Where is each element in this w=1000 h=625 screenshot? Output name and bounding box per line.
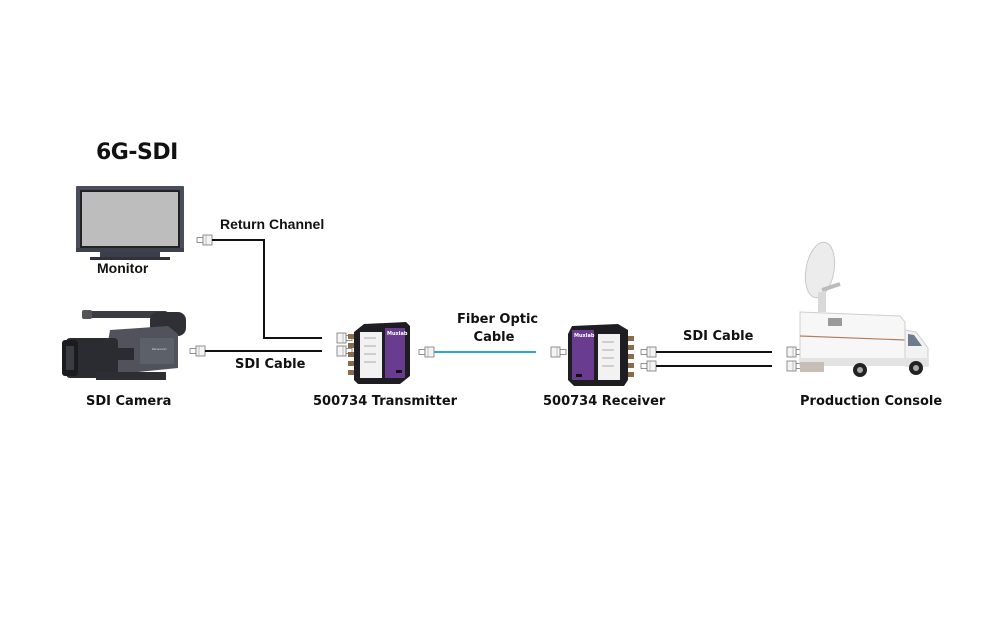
fiber-receiver-icon: Muxlab — [568, 324, 634, 386]
monitor-icon — [76, 186, 184, 260]
svg-text:Muxlab: Muxlab — [387, 331, 408, 337]
diagram-title: 6G-SDI — [96, 140, 178, 165]
sdi-cable-output-label: SDI Cable — [683, 329, 754, 344]
camera-label: SDI Camera — [86, 394, 172, 409]
sdi-cable-output — [640, 346, 803, 372]
fiber-cable-label-line2: Cable — [473, 330, 515, 345]
return-channel-label: Return Channel — [220, 216, 325, 232]
fiber-cable-label-line1: Fiber Optic — [457, 312, 539, 327]
console-label: Production Console — [800, 394, 943, 409]
svg-text:Panasonic: Panasonic — [152, 347, 167, 351]
video-camera-icon: Panasonic — [62, 310, 186, 380]
return-channel-cable — [196, 234, 353, 344]
sdi-cable-input-label: SDI Cable — [235, 357, 306, 372]
receiver-label: 500734 Receiver — [543, 394, 666, 409]
monitor-label: Monitor — [97, 260, 149, 276]
sdi-cable-input — [189, 345, 353, 357]
fiber-optic-cable — [418, 346, 567, 358]
transmitter-label: 500734 Transmitter — [313, 394, 458, 409]
fiber-transmitter-icon: Muxlab — [348, 322, 410, 384]
svg-text:Muxlab: Muxlab — [574, 333, 595, 339]
broadcast-truck-icon — [799, 241, 929, 377]
